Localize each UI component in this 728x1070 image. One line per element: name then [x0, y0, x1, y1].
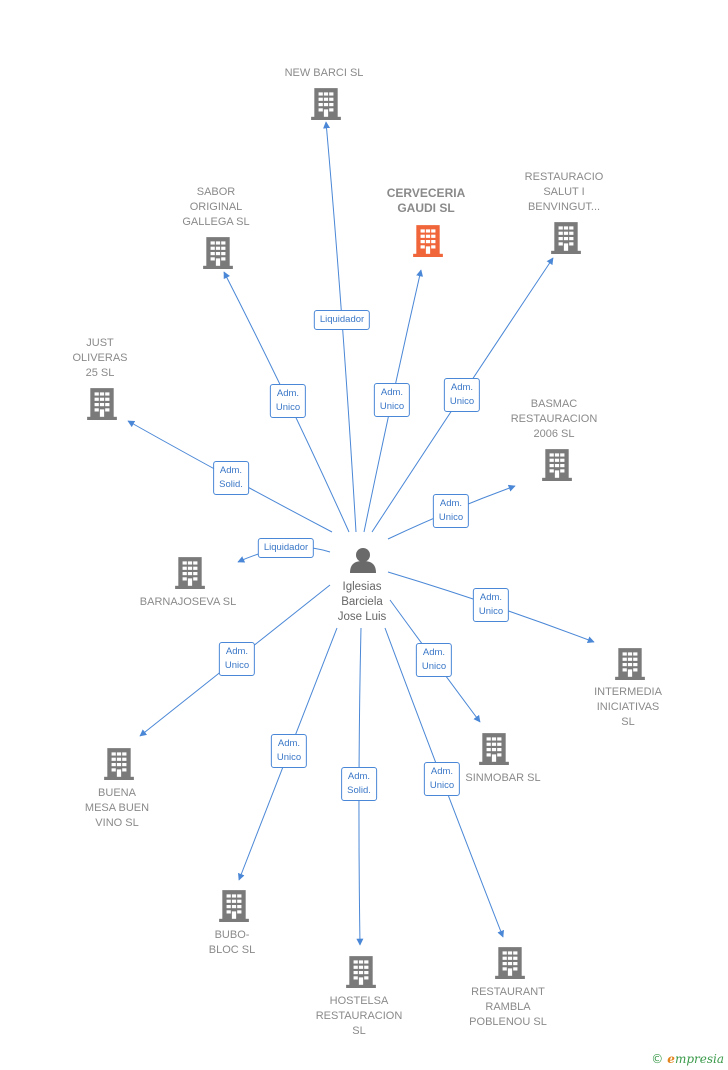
company-label-basmac[interactable]: BASMAC RESTAURACION 2006 SL [510, 398, 598, 440]
company-label-restaurant-rambla[interactable]: RESTAURANT RAMBLA POBLENOU SL [469, 986, 547, 1028]
edge-role-label: Adm. Unico [472, 588, 510, 622]
company-label-hostelsa[interactable]: HOSTELSA RESTAURACION SL [315, 995, 403, 1037]
company-label-sinmobar[interactable]: SINMOBAR SL [465, 772, 541, 784]
edge-role-label: Adm. Solid. [341, 767, 377, 801]
building-icon[interactable] [615, 648, 645, 680]
edge-role-label: Adm. Unico [415, 643, 453, 677]
building-icon[interactable] [203, 237, 233, 269]
brand-name: mpresia [674, 1052, 724, 1066]
company-label-new-barci[interactable]: NEW BARCI SL [284, 67, 364, 79]
edge-role-label: Adm. Unico [443, 378, 481, 412]
brand-logo: ©empresia [651, 1052, 724, 1066]
building-icon[interactable] [175, 557, 205, 589]
company-label-bubo-bloc[interactable]: BUBO- BLOC SL [208, 929, 256, 956]
edge-role-label: Adm. Unico [269, 384, 307, 418]
building-icon[interactable] [104, 748, 134, 780]
person-name[interactable]: Iglesias Barciela Jose Luis [337, 581, 387, 623]
company-label-just-oliveras[interactable]: JUST OLIVERAS 25 SL [72, 337, 128, 379]
building-icon[interactable] [87, 388, 117, 420]
edge-role-label: Adm. Solid. [213, 461, 249, 495]
building-icon[interactable] [551, 222, 581, 254]
edge-role-label: Adm. Unico [373, 383, 411, 417]
company-label-buena-mesa[interactable]: BUENA MESA BUEN VINO SL [84, 787, 150, 829]
company-label-barnajoseva[interactable]: BARNAJOSEVA SL [139, 596, 237, 608]
building-icon[interactable] [413, 225, 443, 257]
edge-role-label: Liquidador [313, 310, 371, 330]
company-label-sabor-original[interactable]: SABOR ORIGINAL GALLEGA SL [182, 186, 250, 228]
brand-initial: e [667, 1052, 675, 1066]
building-icon[interactable] [479, 733, 509, 765]
edge-role-label: Liquidador [257, 538, 315, 558]
company-label-intermedia[interactable]: INTERMEDIA INICIATIVAS SL [594, 686, 662, 728]
building-icon[interactable] [219, 890, 249, 922]
copyright-symbol: © [651, 1052, 664, 1066]
company-label-restauracio-salut[interactable]: RESTAURACIO SALUT I BENVINGUT... [524, 171, 604, 213]
edge-role-label: Adm. Unico [432, 494, 470, 528]
building-icon[interactable] [495, 947, 525, 979]
building-icon[interactable] [311, 88, 341, 120]
edge-role-label: Adm. Unico [218, 642, 256, 676]
company-label-cerveceria-gaudi[interactable]: CERVECERIA GAUDI SL [386, 186, 466, 215]
edge-role-label: Adm. Unico [423, 762, 461, 796]
edge-role-label: Adm. Unico [270, 734, 308, 768]
building-icon[interactable] [542, 449, 572, 481]
person-icon [350, 548, 376, 573]
building-icon[interactable] [346, 956, 376, 988]
